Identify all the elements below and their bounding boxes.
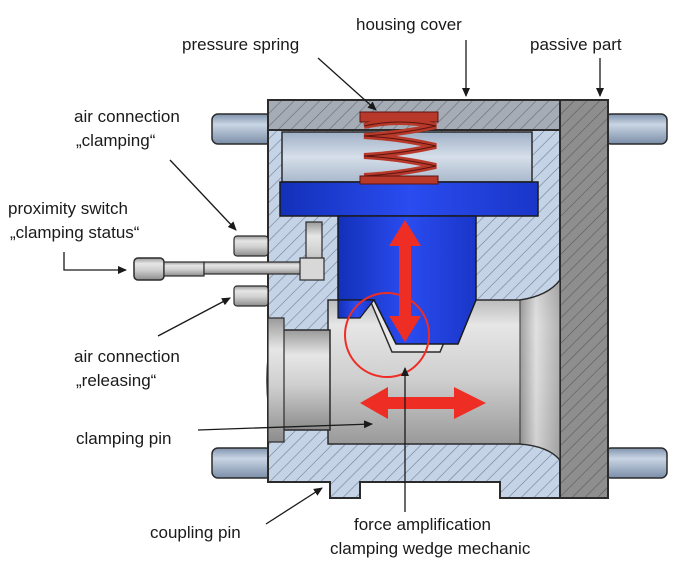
label-clamping-pin: clamping pin [76,429,171,448]
wedge-highlight-circle [344,292,430,378]
label-passive-part: passive part [530,35,622,54]
label-housing-cover: housing cover [356,15,462,34]
label-air-releasing-1: air connection [74,347,180,366]
passive-part [559,99,609,499]
labels: housing cover pressure spring passive pa… [8,15,622,558]
air-fitting-releasing [233,285,269,307]
leader-lines [63,40,604,525]
label-air-releasing-2: „releasing“ [76,371,157,390]
label-air-clamping-1: air connection [74,107,180,126]
label-force-1: force amplification [354,515,491,534]
label-force-2: clamping wedge mechanic [330,539,531,558]
label-proximity-1: proximity switch [8,199,128,218]
horizontal-motion-arrow [360,387,486,419]
proximity-switch [133,221,325,281]
vertical-motion-arrow [389,220,421,342]
label-air-clamping-2: „clamping“ [76,131,156,150]
air-fitting-clamping [233,235,269,257]
label-pressure-spring: pressure spring [182,35,299,54]
label-proximity-2: „clamping status“ [10,223,140,242]
label-coupling-pin: coupling pin [150,523,241,542]
pressure-spring [359,111,439,185]
